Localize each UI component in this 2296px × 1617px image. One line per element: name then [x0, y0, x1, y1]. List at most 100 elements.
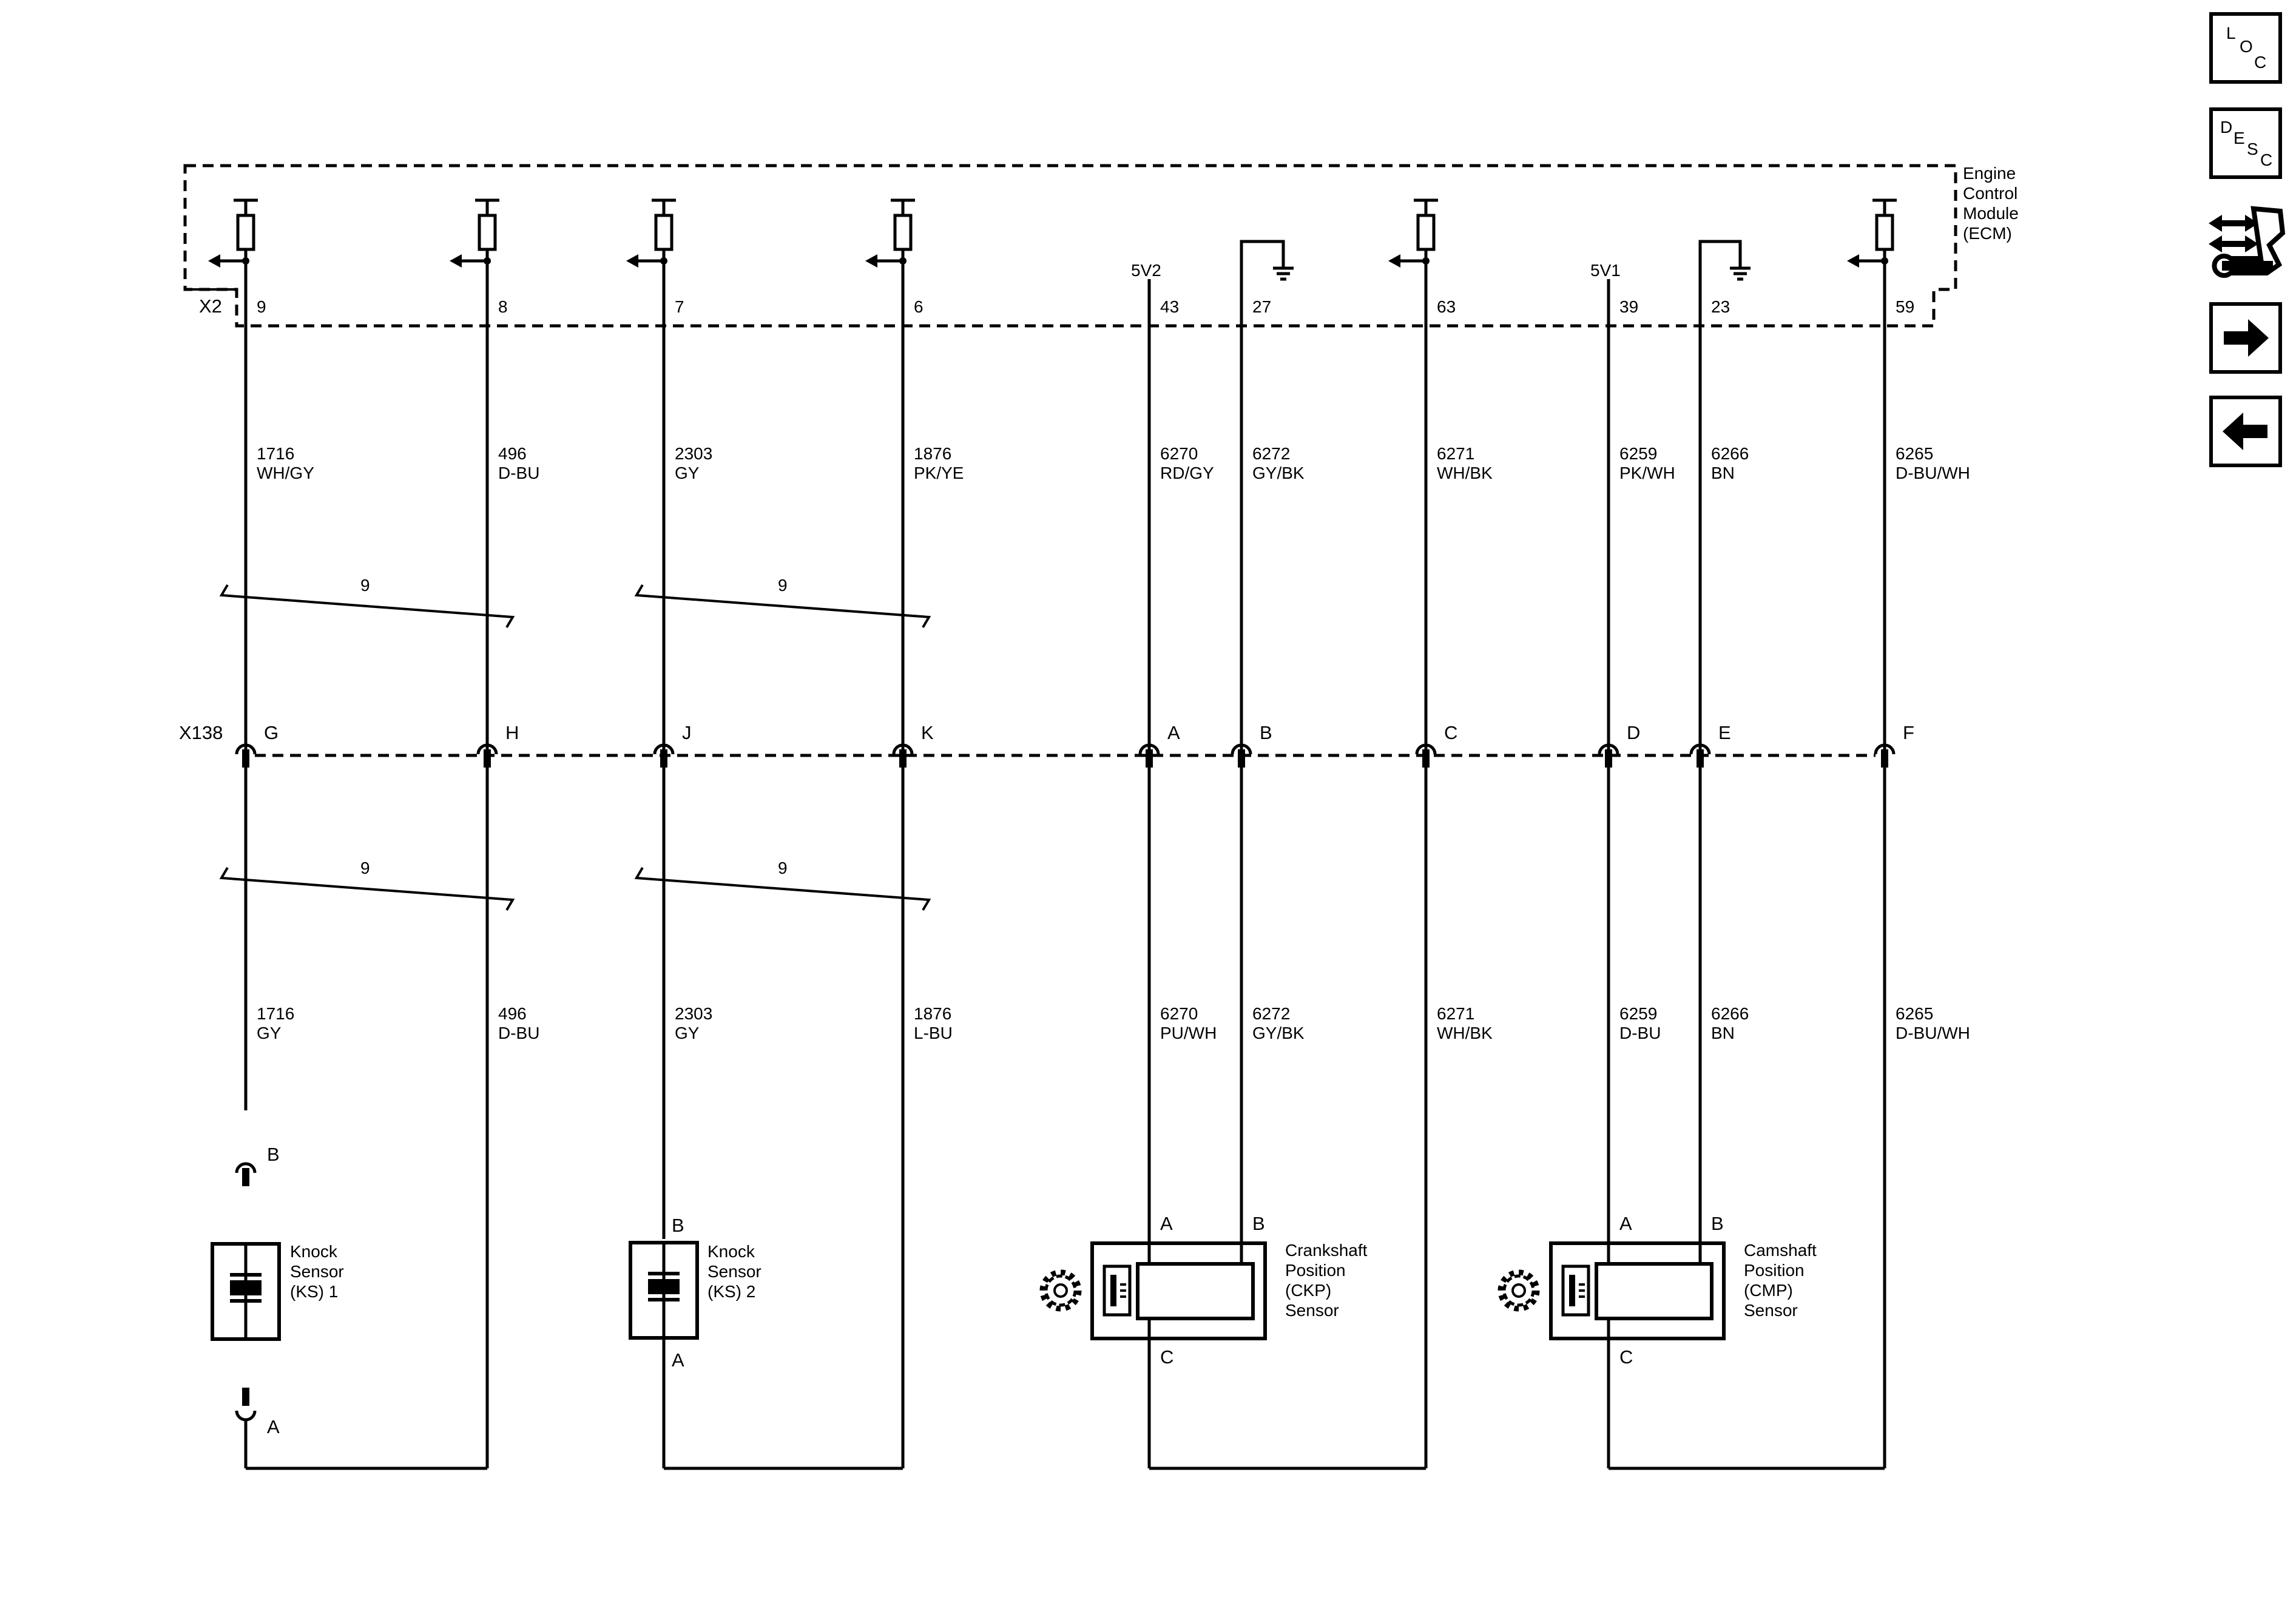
wire-label-upper-color: RD/GY — [1160, 464, 1214, 482]
wire-label-lower-color: BN — [1711, 1024, 1735, 1042]
ground-symbol — [1730, 256, 1751, 279]
wire-label-upper-number: 6265 — [1896, 444, 1933, 463]
cmp-sensor-wires — [1607, 1226, 1702, 1468]
ks2-label-line: Knock — [707, 1242, 755, 1261]
wire-label-upper-color: PK/WH — [1619, 464, 1675, 482]
ks1-pin-b-label: B — [267, 1144, 280, 1165]
ecm-driver-c2 — [450, 200, 499, 268]
cmp-label-line: Sensor — [1744, 1301, 1798, 1320]
wire-label-lower-number: 1876 — [914, 1004, 951, 1023]
wire-label-upper-color: PK/YE — [914, 464, 964, 482]
wire-label-lower-number: 6272 — [1252, 1004, 1290, 1023]
ckp-label-line: Sensor — [1285, 1301, 1339, 1320]
x138-label: X138 — [179, 722, 223, 743]
ckp-pin-c-label: C — [1160, 1346, 1173, 1368]
wire-label-lower-color: GY — [257, 1024, 282, 1042]
ks2-pin-a-label: A — [672, 1349, 684, 1371]
ecm-driver-c4 — [865, 200, 915, 268]
loc-button[interactable]: L O C — [2209, 12, 2282, 84]
wire-label-lower-color: L-BU — [914, 1024, 953, 1042]
ks1-pin-a-label: A — [267, 1416, 280, 1437]
desc-letter-d: D — [2220, 118, 2232, 137]
ecm-pin-label: 23 — [1711, 297, 1730, 316]
loc-letter-l: L — [2226, 24, 2236, 42]
wire-label-upper-number: 6266 — [1711, 444, 1749, 463]
wire-label-lower-number: 2303 — [675, 1004, 712, 1023]
wire-label-lower-number: 6265 — [1896, 1004, 1933, 1023]
ecm-connector-label: X2 — [199, 295, 222, 317]
ks1-label-line: (KS) 1 — [290, 1282, 338, 1301]
twist-label: 9 — [778, 859, 788, 877]
ckp-pin-b-label: B — [1252, 1213, 1265, 1234]
ecm-label-line: (ECM) — [1963, 224, 2012, 243]
ks2-sensor-body — [629, 1241, 699, 1340]
ecm-pin-label: 9 — [257, 297, 266, 316]
ckp-sensor-wires — [1147, 1226, 1243, 1468]
x138-pin-label: D — [1627, 722, 1640, 743]
ckp-label-line: (CKP) — [1285, 1281, 1331, 1300]
wire-label-lower-color: D-BU — [498, 1024, 539, 1042]
x138-pin-label: H — [505, 722, 519, 743]
wire-label-lower-color: GY/BK — [1252, 1024, 1305, 1042]
desc-button[interactable]: D E S C — [2209, 107, 2282, 179]
ks1-terminal-a-cup — [235, 1410, 257, 1422]
wire-label-lower-color: GY — [675, 1024, 700, 1042]
twisted-pair: 9 — [219, 859, 515, 911]
cmp-label-line: Position — [1744, 1261, 1805, 1280]
wire-label-lower-number: 496 — [498, 1004, 527, 1023]
wire-label-lower-number: 6270 — [1160, 1004, 1198, 1023]
wire-label-upper-number: 6271 — [1437, 444, 1474, 463]
cmp-pin-c-label: C — [1619, 1346, 1633, 1368]
twisted-pair: 9 — [634, 859, 931, 911]
wire-label-upper-color: BN — [1711, 464, 1735, 482]
twisted-pair: 9 — [219, 576, 515, 629]
ckp-gear-icon — [1042, 1272, 1079, 1309]
ecm-driver-c1 — [208, 200, 258, 268]
ecm-pin-label: 39 — [1619, 297, 1638, 316]
wire-label-upper-number: 1716 — [257, 444, 294, 463]
x138-pin-label: G — [264, 722, 279, 743]
ckp-label-line: Crankshaft — [1285, 1241, 1368, 1260]
ground-symbol — [1273, 256, 1294, 279]
ckp-pin-a-label: A — [1160, 1213, 1173, 1234]
wire-label-upper-number: 6259 — [1619, 444, 1657, 463]
cmp-sensor-body — [1549, 1241, 1726, 1340]
ecm-pin-label: 43 — [1160, 297, 1179, 316]
ecm-pin-label: 59 — [1896, 297, 1914, 316]
wire-label-upper-number: 2303 — [675, 444, 712, 463]
wire-label-lower-number: 6266 — [1711, 1004, 1749, 1023]
wrench-arrows-icon — [2209, 206, 2286, 278]
ecm-pin-label: 7 — [675, 297, 684, 316]
wire-label-upper-number: 1876 — [914, 444, 951, 463]
arrow-right-icon — [2224, 319, 2269, 357]
wire-label-upper-number: 6270 — [1160, 444, 1198, 463]
twist-label: 9 — [778, 576, 788, 595]
x138-pin-label: C — [1444, 722, 1457, 743]
cmp-pin-b-label: B — [1711, 1213, 1724, 1234]
wire-label-lower-color: D-BU — [1619, 1024, 1661, 1042]
ckp-label-line: Position — [1285, 1261, 1346, 1280]
x138-pin-label: K — [921, 722, 934, 743]
ckp-sensor-body — [1090, 1241, 1267, 1340]
wire-label-upper-number: 6272 — [1252, 444, 1290, 463]
ground-ref-c6 — [1240, 240, 1285, 256]
ground-ref-c9 — [1698, 240, 1742, 256]
loc-letter-o: O — [2240, 37, 2253, 56]
ecm-label-line: Engine — [1963, 164, 2016, 183]
wire-label-upper-color: WH/GY — [257, 464, 314, 482]
ecm-driver-c3 — [626, 200, 676, 268]
diagnostic-tool-button[interactable] — [2206, 205, 2286, 283]
ks2-pin-b-label: B — [672, 1215, 684, 1236]
twisted-pair: 9 — [634, 576, 931, 629]
cmp-label-line: (CMP) — [1744, 1281, 1793, 1300]
ecm-housing — [183, 164, 1957, 328]
ecm-driver-c7 — [1388, 200, 1438, 268]
ks2-label-line: Sensor — [707, 1262, 761, 1281]
supply-5v2-label: 5V2 — [1131, 261, 1161, 280]
next-button[interactable] — [2209, 302, 2282, 374]
wire-label-upper-color: GY/BK — [1252, 464, 1305, 482]
ks1-terminal-b — [237, 1164, 255, 1186]
desc-letter-s: S — [2247, 140, 2258, 158]
back-button[interactable] — [2209, 396, 2282, 467]
